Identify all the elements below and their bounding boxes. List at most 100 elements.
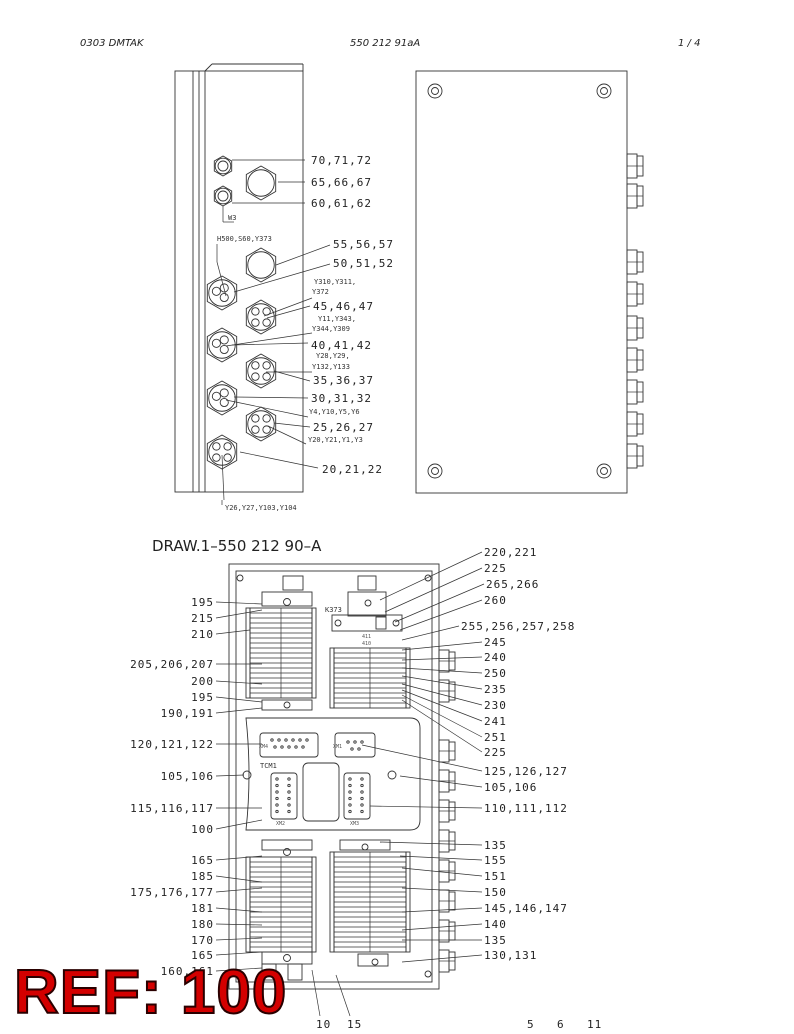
callout-bottom: 15 <box>347 1018 362 1031</box>
cable-gland <box>245 165 277 201</box>
callout-right: 145,146,147 <box>484 902 568 915</box>
lower-leader-lines <box>215 551 485 1017</box>
callout-right: 130,131 <box>484 949 537 962</box>
callout-right: 105,106 <box>484 781 537 794</box>
cable-gland <box>245 299 277 335</box>
callout-right: 230 <box>484 699 507 712</box>
label-tcm1: TCM1 <box>260 762 277 770</box>
label-xm1: XM1 <box>333 744 342 750</box>
callout-right: 151 <box>484 870 507 883</box>
callout-small: Y372 <box>312 288 329 296</box>
callout-right: 260 <box>484 594 507 607</box>
callout-upper: 50,51,52 <box>333 257 394 270</box>
callout-small: Y132,Y133 <box>312 363 350 371</box>
callout-right: 135 <box>484 839 507 852</box>
screw-icon <box>427 83 443 99</box>
callout-right: 135 <box>484 934 507 947</box>
callout-left: 190,191 <box>161 707 214 720</box>
callout-right: 220,221 <box>484 546 537 559</box>
callout-small: Y26,Y27,Y103,Y104 <box>225 504 297 512</box>
callout-left: 100 <box>191 823 214 836</box>
callout-right: 125,126,127 <box>484 765 568 778</box>
callout-left: 115,116,117 <box>130 802 214 815</box>
connector-pins <box>270 738 364 814</box>
drawing-title: DRAW.1–550 212 90–A <box>152 537 322 555</box>
callout-left: 120,121,122 <box>130 738 214 751</box>
label-k373: K373 <box>325 606 342 614</box>
callout-bottom: 11 <box>587 1018 602 1031</box>
callout-left: 180 <box>191 918 214 931</box>
cable-gland <box>245 247 277 283</box>
callout-right: 225 <box>484 562 507 575</box>
callout-upper: 55,56,57 <box>333 238 394 251</box>
callout-right: 265,266 <box>486 578 539 591</box>
callout-upper: 65,66,67 <box>311 176 372 189</box>
label-xm2: XM2 <box>276 821 285 827</box>
callout-left: 160,161 <box>161 965 214 978</box>
label-xm4: XM4 <box>259 744 268 750</box>
cable-gland <box>206 380 238 416</box>
callout-upper: 20,21,22 <box>322 463 383 476</box>
callout-bottom: 10 <box>316 1018 331 1031</box>
front-view-cover <box>415 70 644 494</box>
callout-small: Y310,Y311, <box>314 278 356 286</box>
callout-right: 140 <box>484 918 507 931</box>
label-410: 410 <box>362 641 371 647</box>
callout-small: Y344,Y309 <box>312 325 350 333</box>
cable-gland <box>206 327 238 363</box>
callout-small: Y4,Y10,Y5,Y6 <box>309 408 360 416</box>
callout-left: 165 <box>191 854 214 867</box>
callout-upper: 70,71,72 <box>311 154 372 167</box>
header-drawing-number: 550 212 91aA <box>350 38 421 49</box>
enclosure-assembly: K373 411 410 TCM1 XM1 XM4 XM2 XM3 <box>228 563 456 990</box>
callout-small: Y11,Y343, <box>318 315 356 323</box>
callout-right: 150 <box>484 886 507 899</box>
ref-stamp: REF: 100 <box>13 958 288 1027</box>
callout-left: 215 <box>191 612 214 625</box>
callout-left: 181 <box>191 902 214 915</box>
callout-left: 195 <box>191 596 214 609</box>
cable-gland <box>213 155 233 177</box>
callout-right: 250 <box>484 667 507 680</box>
callout-upper: 60,61,62 <box>311 197 372 210</box>
lower-callouts: 195215210205,206,207200195190,191120,121… <box>130 546 602 1031</box>
callout-right: 235 <box>484 683 507 696</box>
terminal-block-top-right <box>329 647 411 709</box>
upper-leader-lines <box>216 159 331 505</box>
callout-left: 185 <box>191 870 214 883</box>
callout-small: Y28,Y29, <box>316 352 350 360</box>
terminal-block-bottom-left <box>245 856 317 953</box>
callout-bottom: 5 <box>527 1018 535 1031</box>
callout-upper: 45,46,47 <box>313 300 374 313</box>
callout-right: 251 <box>484 731 507 744</box>
header-left-code: 0303 DMTAK <box>80 38 144 49</box>
terminal-block-top-left <box>245 607 317 699</box>
callout-right: 255,256,257,258 <box>461 620 575 633</box>
callout-left: 200 <box>191 675 214 688</box>
callout-bottom: 6 <box>557 1018 565 1031</box>
screw-icon <box>596 83 612 99</box>
callout-left: 105,106 <box>161 770 214 783</box>
callout-right: 240 <box>484 651 507 664</box>
upper-callouts: 70,71,72 65,66,67 60,61,62 55,56,57 50,51,52… <box>217 154 394 512</box>
callout-upper: 25,26,27 <box>313 421 374 434</box>
callout-left: 175,176,177 <box>130 886 214 899</box>
callout-right: 155 <box>484 854 507 867</box>
callout-upper: 30,31,32 <box>311 392 372 405</box>
header-page-number: 1 / 4 <box>678 38 701 49</box>
cable-gland <box>245 406 277 442</box>
callout-right: 110,111,112 <box>484 802 568 815</box>
callout-left: 165 <box>191 949 214 962</box>
callout-left: 210 <box>191 628 214 641</box>
callout-left: 170 <box>191 934 214 947</box>
terminal-block-bottom-right <box>329 851 411 953</box>
callout-right: 245 <box>484 636 507 649</box>
callout-upper: 35,36,37 <box>313 374 374 387</box>
side-view-panel <box>174 63 304 493</box>
callout-upper: 40,41,42 <box>311 339 372 352</box>
callout-small: H500,S60,Y373 <box>217 235 272 243</box>
cable-gland <box>213 185 233 207</box>
callout-left: 205,206,207 <box>130 658 214 671</box>
cable-gland <box>245 353 277 389</box>
